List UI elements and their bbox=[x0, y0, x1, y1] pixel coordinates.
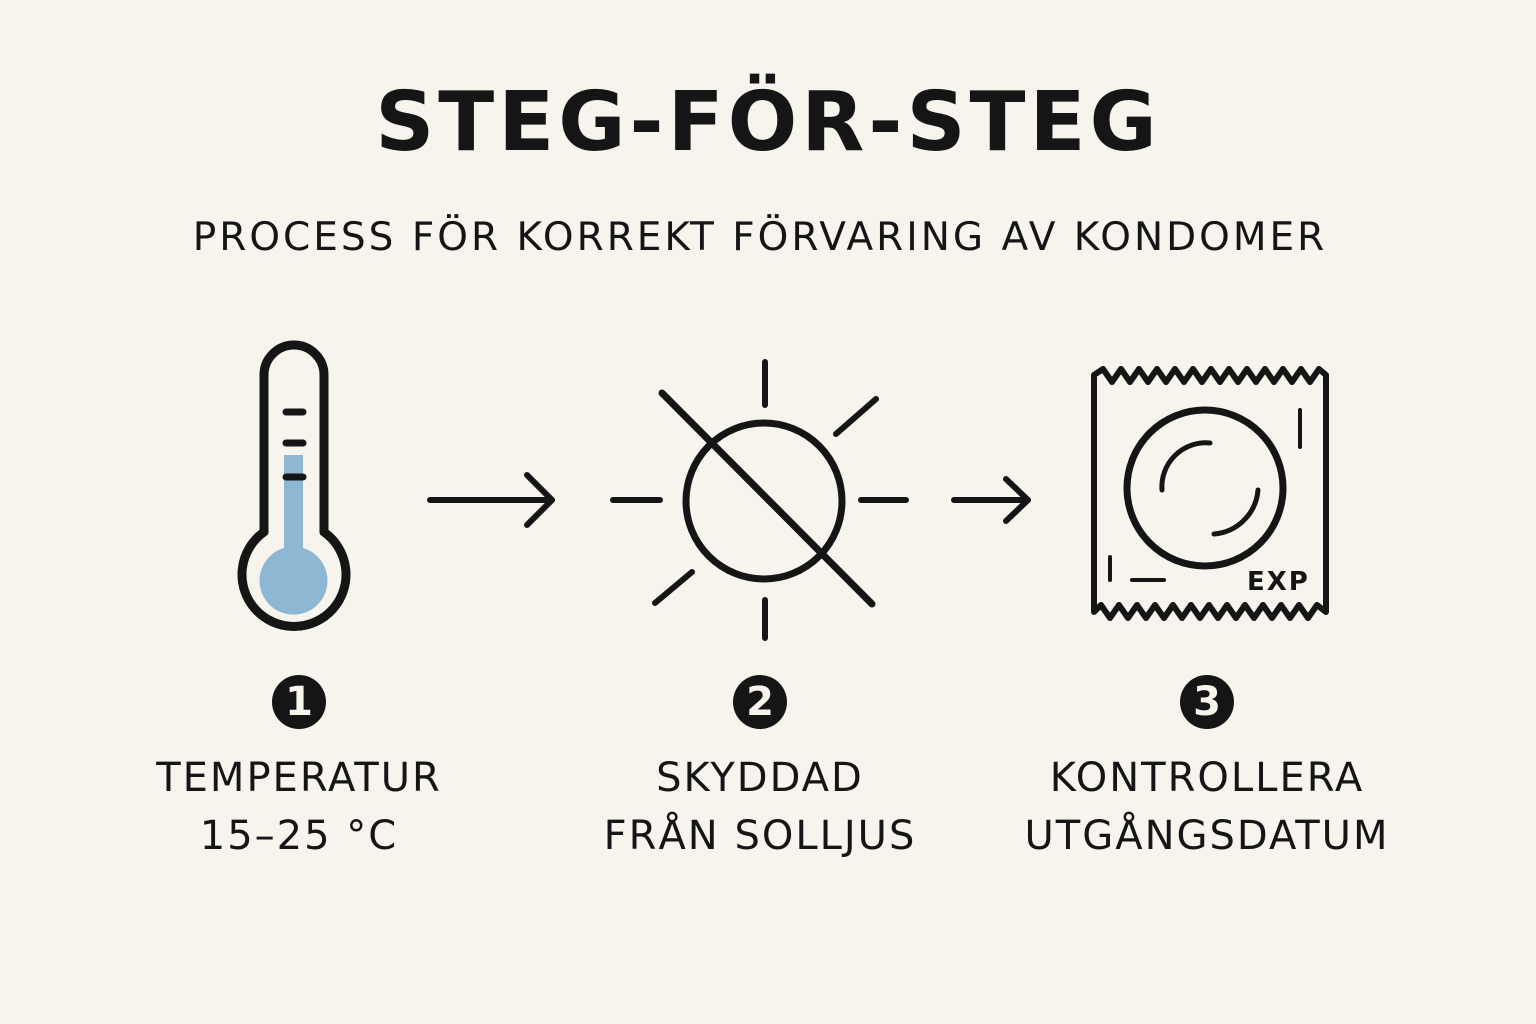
page-subtitle: PROCESS FÖR KORREKT FÖRVARING AV KONDOME… bbox=[192, 215, 1328, 260]
step-sunlight: 2 SKYDDAD FRÅN SOLLJUS bbox=[550, 675, 970, 865]
step-title: SKYDDAD bbox=[656, 755, 864, 801]
arrow-right-icon bbox=[427, 472, 555, 528]
step-detail: 15–25 °C bbox=[199, 813, 399, 859]
step-temperature: 1 TEMPERATUR 15–25 °C bbox=[89, 675, 509, 865]
no-sunlight-icon bbox=[610, 359, 909, 641]
step-number-badge: 3 bbox=[1180, 675, 1234, 729]
step-detail: FRÅN SOLLJUS bbox=[603, 813, 917, 859]
step-number-badge: 1 bbox=[272, 675, 326, 729]
arrow-right-icon bbox=[951, 476, 1031, 524]
step-title: KONTROLLERA bbox=[1049, 755, 1365, 801]
expiration-label: EXP bbox=[1247, 567, 1310, 597]
step-title: TEMPERATUR bbox=[156, 755, 442, 801]
step-expiration: 3 KONTROLLERA UTGÅNGSDATUM bbox=[997, 675, 1417, 865]
page-title: STEG-FÖR-STEG bbox=[375, 75, 1161, 170]
step-detail: UTGÅNGSDATUM bbox=[1024, 813, 1390, 859]
thermometer-icon bbox=[237, 340, 351, 631]
condom-package-icon: EXP bbox=[1091, 366, 1329, 621]
step-number-badge: 2 bbox=[733, 675, 787, 729]
